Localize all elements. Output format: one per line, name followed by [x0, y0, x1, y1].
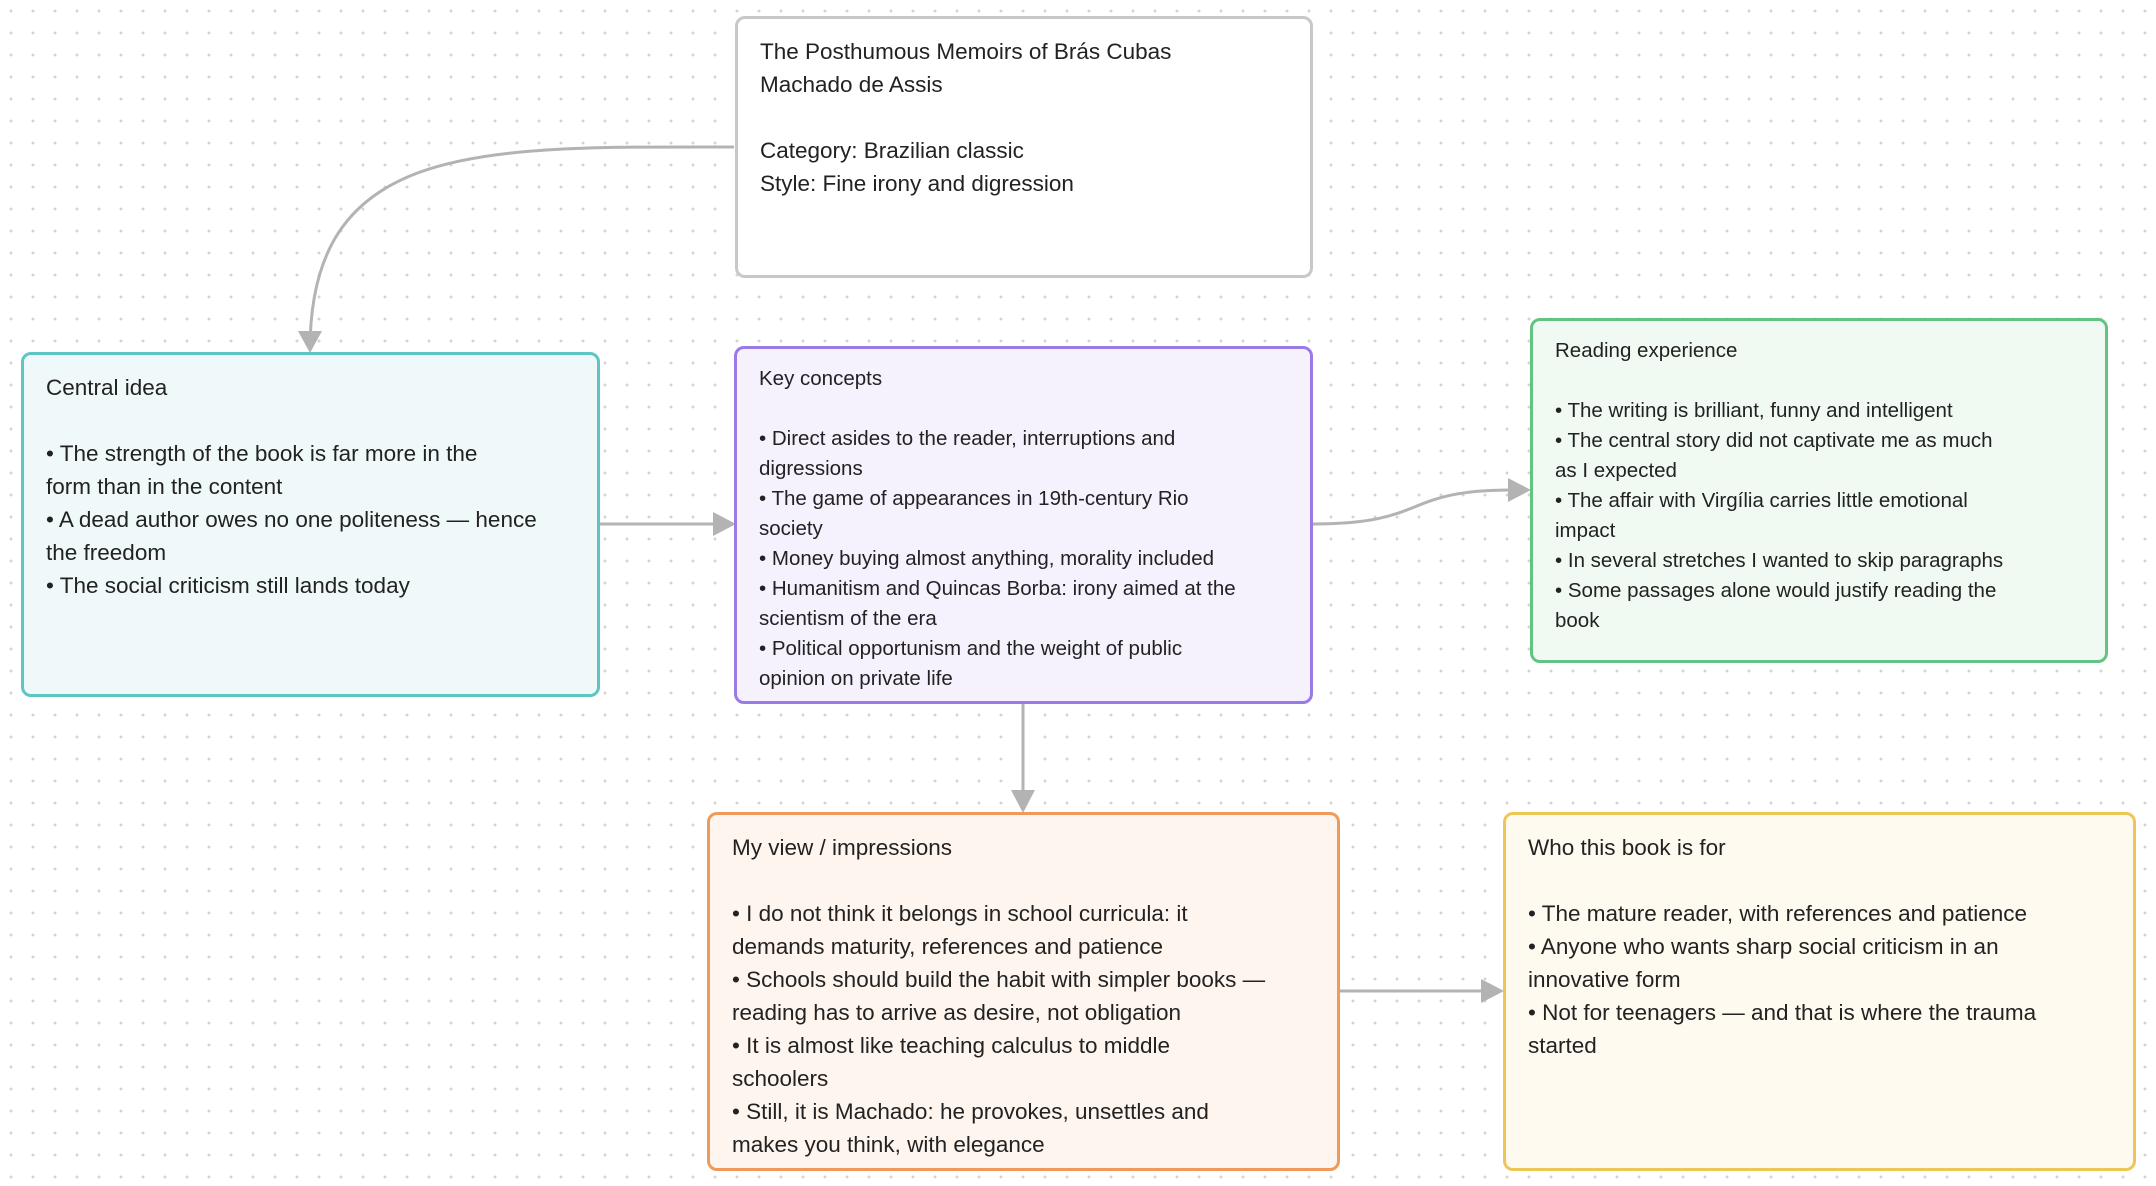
node-line: • Some passages alone would justify read…: [1555, 579, 1997, 602]
node-line: • Direct asides to the reader, interrupt…: [759, 427, 1176, 450]
node-line: • The writing is brilliant, funny and in…: [1555, 399, 1953, 422]
arrowhead-concepts-left: [713, 512, 736, 536]
node-line: society: [759, 517, 823, 540]
book-info-node[interactable]: The Posthumous Memoirs of Brás Cubas Mac…: [735, 16, 1313, 278]
node-line: • In several stretches I wanted to skip …: [1555, 549, 2004, 572]
key-concepts-node[interactable]: Key concepts • Direct asides to the read…: [734, 346, 1313, 704]
node-line: demands maturity, references and patienc…: [732, 934, 1164, 959]
node-line: as I expected: [1555, 459, 1677, 482]
node-lines: • The mature reader, with references and…: [1528, 897, 2111, 1062]
node-title: Central idea: [46, 375, 168, 400]
arrowhead-central-top: [298, 331, 322, 353]
node-line: innovative form: [1528, 967, 1681, 992]
edge-book-to-central: [308, 145, 735, 351]
spacer: [1528, 864, 2111, 897]
audience-node[interactable]: Who this book is for • The mature reader…: [1503, 812, 2136, 1171]
node-line: • It is almost like teaching calculus to…: [732, 1033, 1171, 1058]
node-line: • Anyone who wants sharp social criticis…: [1528, 934, 1999, 959]
node-line: form than in the content: [46, 474, 283, 499]
node-line: • Schools should build the habit with si…: [732, 967, 1266, 992]
arrowhead-view-top: [1011, 790, 1035, 813]
book-title: The Posthumous Memoirs of Brás Cubas: [760, 39, 1172, 64]
node-title: Reading experience: [1555, 339, 1738, 362]
book-category: Category: Brazilian classic: [760, 138, 1024, 163]
central-idea-node[interactable]: Central idea • The strength of the book …: [21, 352, 600, 697]
node-line: • Political opportunism and the weight o…: [759, 637, 1183, 660]
reading-experience-node[interactable]: Reading experience • The writing is bril…: [1530, 318, 2108, 663]
node-line: impact: [1555, 519, 1616, 542]
my-view-node[interactable]: My view / impressions • I do not think i…: [707, 812, 1340, 1171]
spacer: [760, 101, 1288, 134]
node-line: • Not for teenagers — and that is where …: [1528, 1000, 2037, 1025]
spacer: [759, 394, 1288, 424]
arrowhead-audience-left: [1481, 979, 1504, 1003]
node-line: makes you think, with elegance: [732, 1132, 1045, 1157]
node-line: • The game of appearances in 19th-centur…: [759, 487, 1189, 510]
node-line: schoolers: [732, 1066, 829, 1091]
node-line: • The mature reader, with references and…: [1528, 901, 2027, 926]
node-title: My view / impressions: [732, 835, 953, 860]
node-lines: • Direct asides to the reader, interrupt…: [759, 424, 1288, 694]
node-lines: • The writing is brilliant, funny and in…: [1555, 396, 2083, 636]
node-line: • The strength of the book is far more i…: [46, 441, 478, 466]
node-line: • Humanitism and Quincas Borba: irony ai…: [759, 577, 1236, 600]
node-line: • The affair with Virgília carries littl…: [1555, 489, 1968, 512]
node-line: • A dead author owes no one politeness —…: [46, 507, 537, 532]
node-line: scientism of the era: [759, 607, 937, 630]
node-line: • The social criticism still lands today: [46, 573, 410, 598]
spacer: [1555, 366, 2083, 396]
node-line: started: [1528, 1033, 1597, 1058]
node-line: • Still, it is Machado: he provokes, uns…: [732, 1099, 1209, 1124]
node-line: • The central story did not captivate me…: [1555, 429, 1993, 452]
node-title: Key concepts: [759, 367, 883, 390]
book-style: Style: Fine irony and digression: [760, 171, 1074, 196]
node-title: Who this book is for: [1528, 835, 1726, 860]
node-line: opinion on private life: [759, 667, 953, 690]
spacer: [732, 864, 1315, 897]
node-lines: • I do not think it belongs in school cu…: [732, 897, 1315, 1161]
node-line: • I do not think it belongs in school cu…: [732, 901, 1188, 926]
edge-concepts-to-reading: [1312, 488, 1513, 526]
node-line: book: [1555, 609, 1600, 632]
node-lines: • The strength of the book is far more i…: [46, 437, 575, 602]
node-line: reading has to arrive as desire, not obl…: [732, 1000, 1182, 1025]
book-author: Machado de Assis: [760, 72, 943, 97]
spacer: [46, 404, 575, 437]
node-line: digressions: [759, 457, 863, 480]
arrowhead-reading-left: [1508, 478, 1531, 502]
node-line: the freedom: [46, 540, 167, 565]
node-line: • Money buying almost anything, morality…: [759, 547, 1214, 570]
